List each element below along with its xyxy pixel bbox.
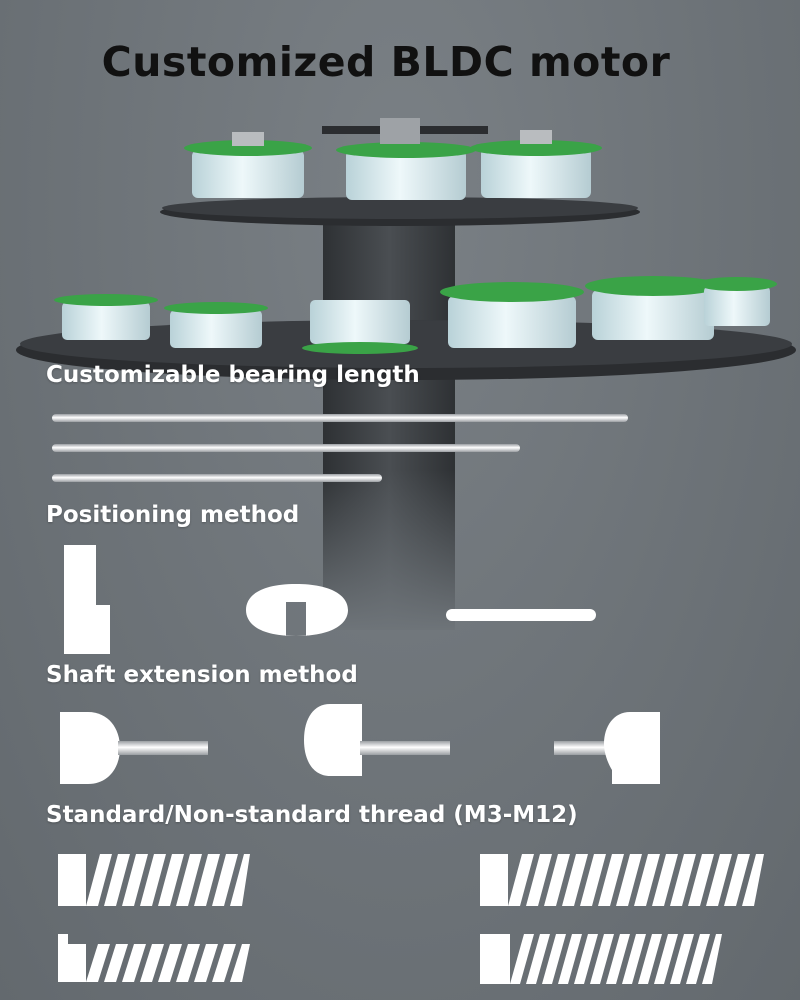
motor-lower-1 bbox=[54, 252, 158, 340]
thread-stepped-icon bbox=[58, 934, 250, 982]
motor-top-left bbox=[184, 0, 312, 198]
thread-fine-icon bbox=[480, 934, 722, 984]
bearing-rod-long bbox=[52, 414, 628, 422]
positioning-l-shape-icon bbox=[64, 545, 110, 654]
motor-lower-3 bbox=[302, 252, 418, 354]
shaft-extension-left-icon bbox=[554, 712, 660, 784]
section-label-positioning: Positioning method bbox=[46, 502, 300, 528]
shaft-extension-right-icon bbox=[60, 712, 208, 784]
shaft-extension-rounded-icon bbox=[304, 704, 450, 776]
thread-large-icon bbox=[480, 854, 764, 906]
motor-lower-6 bbox=[697, 150, 777, 326]
section-label-shaft: Shaft extension method bbox=[46, 662, 358, 688]
thread-standard-icon bbox=[58, 854, 250, 906]
section-label-thread: Standard/Non-standard thread (M3-M12) bbox=[46, 802, 578, 828]
motor-lower-2 bbox=[164, 258, 268, 348]
positioning-keyway-icon bbox=[246, 584, 348, 636]
motor-lower-4 bbox=[440, 192, 584, 348]
positioning-flat-bar-icon bbox=[446, 609, 596, 621]
section-label-bearing: Customizable bearing length bbox=[46, 362, 420, 388]
bearing-rod-medium bbox=[52, 444, 520, 452]
bearing-rod-short bbox=[52, 474, 382, 482]
motor-top-right bbox=[470, 0, 602, 198]
motor-top-center bbox=[322, 118, 488, 200]
motor-lower-5 bbox=[585, 124, 721, 340]
page-title: Customized BLDC motor bbox=[101, 38, 671, 86]
